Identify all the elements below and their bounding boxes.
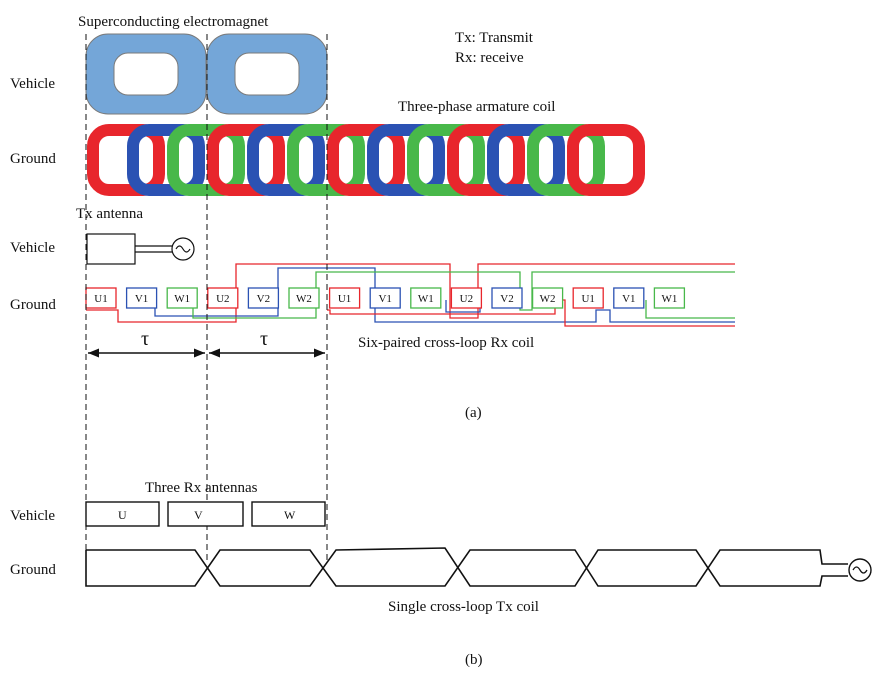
rx-loop-label-14: V1 bbox=[622, 293, 635, 305]
rx-loop-label-2: V1 bbox=[135, 293, 148, 305]
rx-antenna-u: U bbox=[85, 501, 160, 527]
superconducting-magnet-2 bbox=[206, 33, 328, 115]
tau-label-2: τ bbox=[260, 328, 268, 350]
armature-coil-3 bbox=[167, 124, 245, 196]
rx-loop-12: W2 bbox=[531, 287, 564, 309]
armature-coil-2 bbox=[127, 124, 205, 196]
row-label-vehicle-magnet: Vehicle bbox=[10, 76, 55, 92]
armature-coil-1 bbox=[87, 124, 165, 196]
rx-loop-11: V2 bbox=[491, 287, 523, 309]
armature-coil-11 bbox=[487, 124, 565, 196]
rx-loop-label-4: U2 bbox=[216, 293, 229, 305]
rx-loop-10: U2 bbox=[450, 287, 483, 309]
armature-coil-group bbox=[87, 124, 645, 196]
armature-coil-7 bbox=[327, 124, 405, 196]
rx-loop-label-15: W1 bbox=[661, 293, 677, 305]
row-label-ground-rx: Ground bbox=[10, 297, 56, 313]
armature-coil-9 bbox=[407, 124, 485, 196]
row-label-ground-armature: Ground bbox=[10, 151, 56, 167]
armature-coil-8 bbox=[367, 124, 445, 196]
rx-wire-3 bbox=[192, 271, 735, 319]
rx-loop-5: V2 bbox=[247, 287, 280, 309]
row-label-vehicle-rx: Vehicle bbox=[10, 508, 55, 524]
cross-loop-tx-coil bbox=[85, 547, 848, 587]
rx-antenna-v-label: V bbox=[194, 508, 203, 522]
rx-loop-9: W1 bbox=[410, 287, 442, 309]
rx-coil-loops: U1 V1 W1 U2 V2 W2 U1 V1 W1 U2 V2 W2 U1 V1 W1 bbox=[85, 287, 686, 309]
rx-loop-label-11: V2 bbox=[500, 293, 513, 305]
rx-coil-label: Six-paired cross-loop Rx coil bbox=[358, 335, 534, 351]
rx-antenna-w: W bbox=[251, 501, 326, 527]
rx-loop-label-5: V2 bbox=[257, 293, 270, 305]
rx-loop-4: U2 bbox=[207, 287, 239, 309]
rx-loop-label-3: W1 bbox=[174, 293, 190, 305]
tx-coil-ac-source-icon bbox=[848, 558, 872, 582]
rx-loop-label-13: U1 bbox=[581, 293, 594, 305]
row-label-ground-tx: Ground bbox=[10, 562, 56, 578]
magnet-label: Superconducting electromagnet bbox=[78, 14, 269, 30]
rx-loop-label-7: U1 bbox=[338, 293, 351, 305]
rx-loop-8: V1 bbox=[369, 287, 401, 309]
tx-antenna-label: Tx antenna bbox=[76, 206, 143, 222]
rx-loop-label-12: W2 bbox=[540, 293, 556, 305]
rx-loop-6: W2 bbox=[288, 287, 320, 309]
rx-antenna-u-label: U bbox=[118, 508, 127, 522]
armature-coil-6 bbox=[287, 124, 365, 196]
rx-loop-14: V1 bbox=[613, 287, 645, 309]
armature-coil-10 bbox=[447, 124, 525, 196]
rx-antenna-v: V bbox=[167, 501, 244, 527]
armature-coil-12 bbox=[527, 124, 605, 196]
superconducting-magnet-1 bbox=[85, 33, 207, 115]
rx-antenna-w-label: W bbox=[284, 508, 296, 522]
rx-loop-label-1: U1 bbox=[94, 293, 107, 305]
rx-legend: Rx: receive bbox=[455, 50, 524, 66]
rx-loop-7: U1 bbox=[328, 287, 361, 309]
rx-wire-2 bbox=[154, 267, 735, 323]
tx-legend: Tx: Transmit bbox=[455, 30, 534, 46]
rx-loop-13: U1 bbox=[572, 287, 604, 309]
row-label-vehicle-antenna: Vehicle bbox=[10, 240, 55, 256]
tx-antenna bbox=[86, 233, 195, 265]
armature-coil-4 bbox=[207, 124, 285, 196]
armature-coil-5 bbox=[247, 124, 325, 196]
rx-loop-15: W1 bbox=[653, 287, 686, 309]
rx-loop-label-8: V1 bbox=[378, 293, 391, 305]
rx-loop-3: W1 bbox=[166, 287, 198, 309]
three-rx-label: Three Rx antennas bbox=[145, 480, 258, 496]
rx-wire-6 bbox=[645, 300, 735, 319]
rx-loop-2: V1 bbox=[125, 287, 158, 309]
armature-label: Three-phase armature coil bbox=[398, 99, 555, 115]
tau-label-1: τ bbox=[141, 328, 149, 350]
tau-dimension bbox=[88, 348, 325, 358]
pitch-guides bbox=[85, 34, 328, 560]
armature-coil-13 bbox=[567, 124, 645, 196]
rx-loop-label-6: W2 bbox=[296, 293, 312, 305]
tx-coil-label: Single cross-loop Tx coil bbox=[388, 599, 539, 615]
rx-loop-1: U1 bbox=[85, 287, 117, 309]
caption-b: (b) bbox=[465, 652, 483, 668]
rx-loop-label-9: W1 bbox=[418, 293, 434, 305]
rx-loop-label-10: U2 bbox=[460, 293, 473, 305]
caption-a: (a) bbox=[465, 405, 482, 421]
